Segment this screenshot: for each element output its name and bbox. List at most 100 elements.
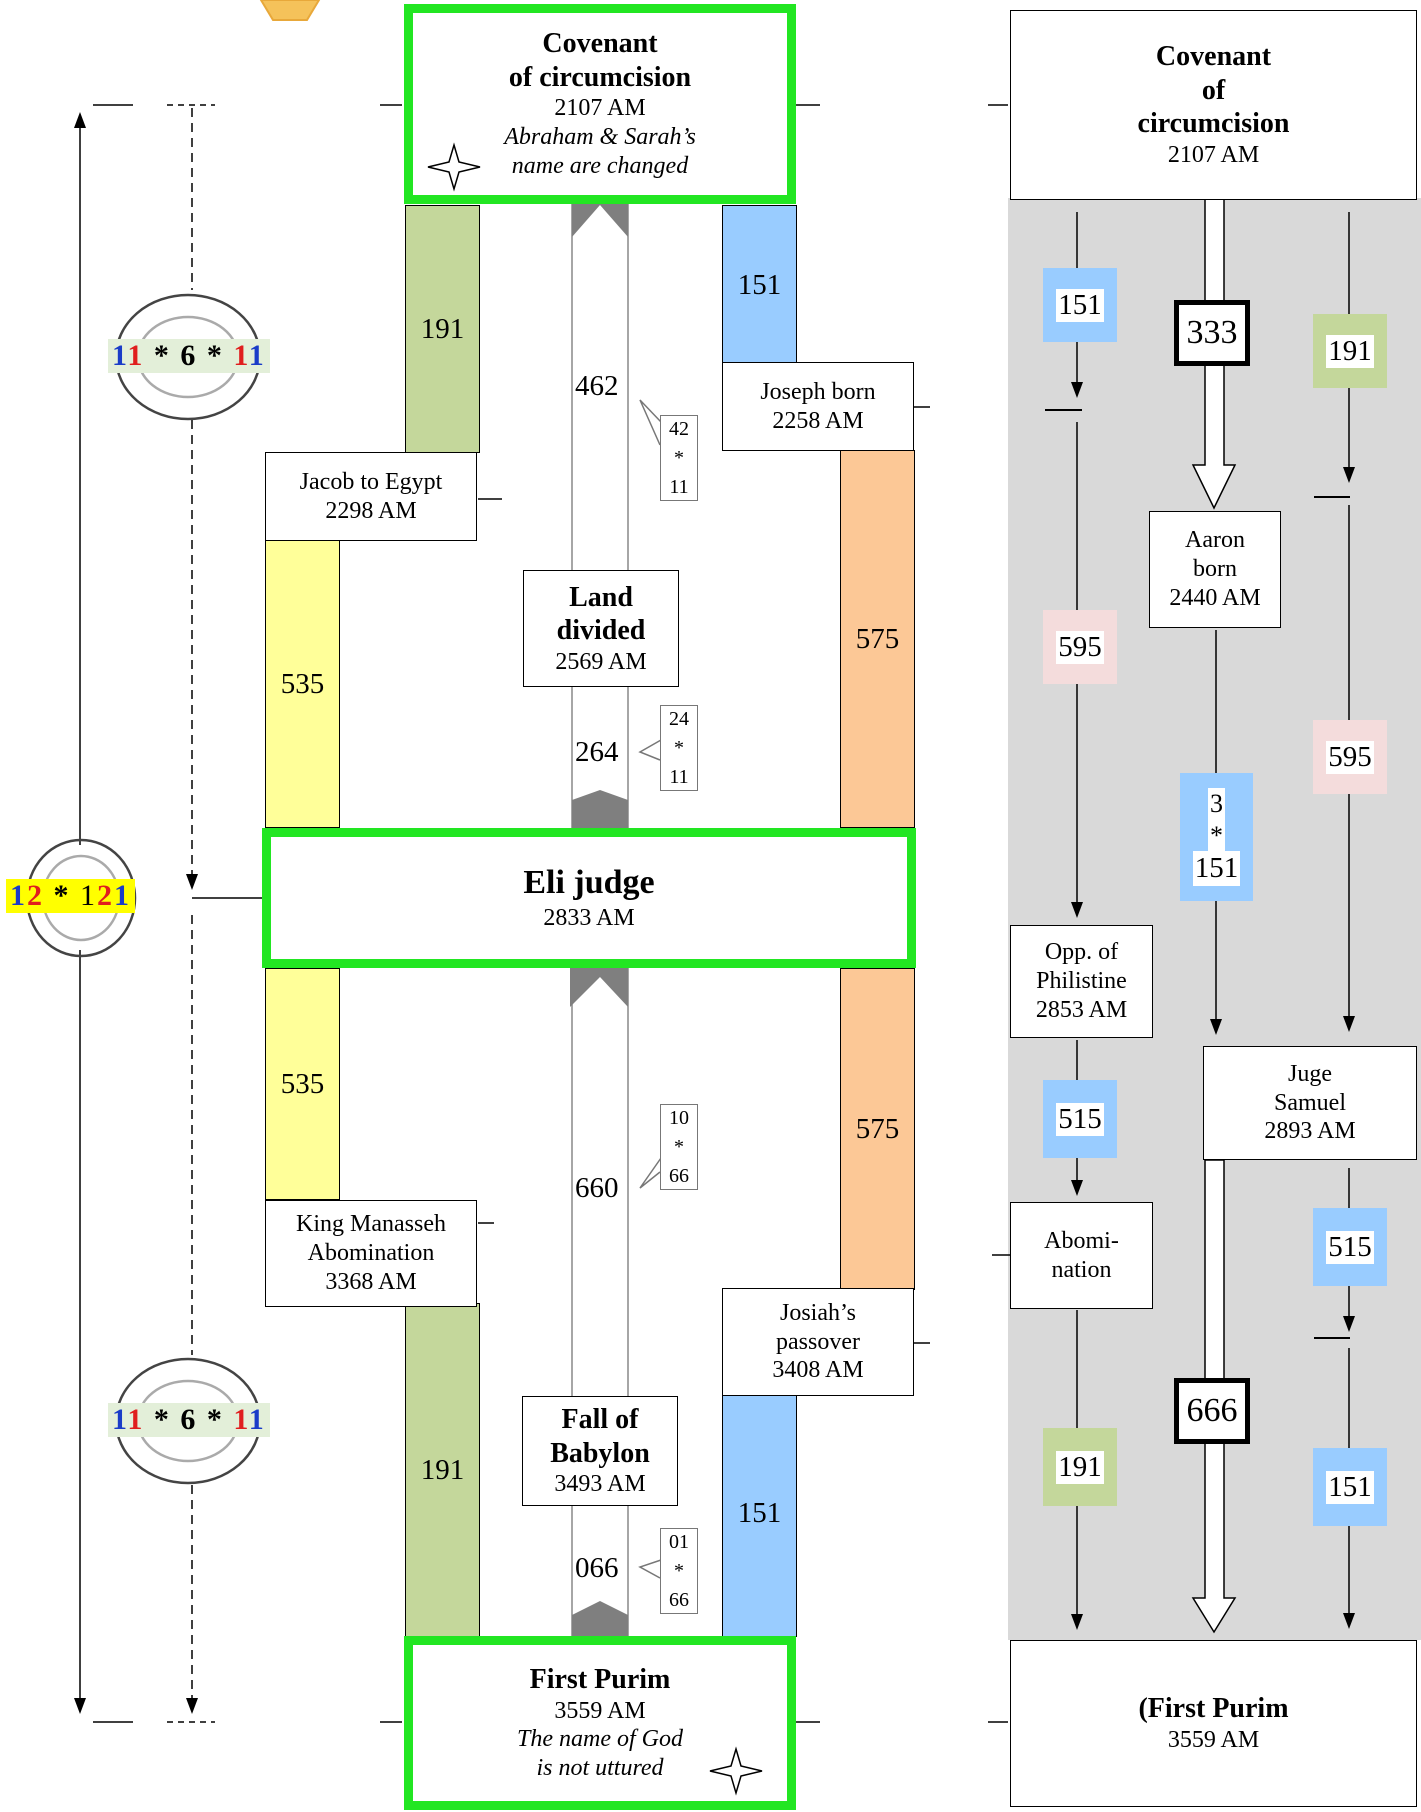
callout-42x11: 42*11: [660, 415, 698, 501]
tag-value: 515: [1056, 1102, 1104, 1136]
seq-digit: 1: [233, 339, 249, 372]
purim-note-1: The name of God: [517, 1726, 683, 1753]
big-value: 333: [1186, 314, 1238, 351]
bar-blue-bottom: 151: [722, 1390, 797, 1637]
joseph-box: Joseph born 2258 AM: [722, 362, 914, 451]
bar-yellow-bottom: 535: [265, 968, 340, 1200]
covenant-box: Covenant of circumcision 2107 AM Abraham…: [404, 4, 796, 204]
manasseh-box: King Manasseh Abomination 3368 AM: [265, 1200, 477, 1307]
shaft-value-066: 066: [574, 1552, 620, 1585]
callout-line: 10: [669, 1106, 689, 1129]
josiah-label-2: passover: [776, 1328, 860, 1355]
tag-value: 3: [1208, 788, 1225, 820]
bar-orange-bottom: 575: [840, 968, 915, 1290]
seq-digit: 6: [180, 1403, 198, 1436]
covenant-note-2: name are changed: [511, 152, 689, 179]
callout-line: 66: [669, 1164, 689, 1187]
jacob-box: Jacob to Egypt 2298 AM: [265, 452, 477, 541]
seq-digit: 1: [114, 879, 131, 912]
tag-value: 191: [1326, 334, 1374, 368]
seq-digit: 1: [233, 1403, 249, 1436]
callout-line: 42: [669, 417, 689, 440]
samuel-date: 2893 AM: [1264, 1118, 1356, 1145]
seq-digit: 1: [80, 879, 97, 912]
bar-olive-bottom: 191: [405, 1303, 480, 1637]
seq-star: *: [53, 879, 71, 912]
josiah-label-1: Josiah’s: [779, 1299, 856, 1326]
joseph-date: 2258 AM: [772, 407, 864, 434]
purim-title: First Purim: [529, 1664, 671, 1695]
seq-digit: 1: [127, 1403, 145, 1436]
babylon-box: Fall of Babylon 3493 AM: [522, 1396, 678, 1506]
tag-515-b: 515: [1313, 1208, 1387, 1286]
bar-value: 535: [280, 667, 325, 700]
seq-digit: 1: [10, 879, 27, 912]
jacob-label: Jacob to Egypt: [299, 468, 443, 495]
callout-line: *: [674, 736, 684, 759]
shaft-value-462: 462: [574, 370, 620, 403]
seq-digit: 1: [127, 339, 145, 372]
covenant-title: Covenant of circumcision: [508, 28, 692, 93]
seq-digit: 1: [112, 339, 128, 372]
callout-01x66: 01*66: [660, 1528, 698, 1614]
seq-star: *: [153, 1403, 171, 1436]
tag-3x151: 3 * 151: [1180, 773, 1253, 901]
seq-star: *: [153, 339, 171, 372]
purim-box: First Purim 3559 AM The name of God is n…: [404, 1636, 796, 1810]
tag-151-a: 151: [1043, 268, 1117, 342]
tag-595-b: 595: [1313, 720, 1387, 794]
tag-value: 595: [1326, 740, 1374, 774]
bar-value: 535: [280, 1067, 325, 1100]
right-covenant-box: Covenant of circumcision 2107 AM: [1010, 10, 1417, 200]
right-covenant-date: 2107 AM: [1167, 141, 1260, 168]
abomination-box: Abomi- nation: [1010, 1202, 1153, 1309]
abomination-label: Abomi- nation: [1044, 1227, 1119, 1283]
bar-orange-top: 575: [840, 450, 915, 828]
opp-philistine-box: Opp. of Philistine 2853 AM: [1010, 925, 1153, 1038]
samuel-label: Juge Samuel: [1274, 1060, 1346, 1116]
jacob-date: 2298 AM: [325, 497, 417, 524]
seq-digit: 2: [97, 879, 114, 912]
tag-191-a: 191: [1313, 314, 1387, 388]
big-number-666: 666: [1174, 1378, 1250, 1444]
right-covenant-title: Covenant of circumcision: [1137, 41, 1290, 140]
aaron-label: Aaron born: [1185, 527, 1245, 583]
aaron-date: 2440 AM: [1169, 584, 1261, 611]
manasseh-date: 3368 AM: [325, 1268, 417, 1295]
tag-515-a: 515: [1043, 1080, 1117, 1158]
seq-star: *: [206, 1403, 224, 1436]
central-shaft: [570, 195, 629, 1640]
seq-digit: 2: [27, 879, 44, 912]
shaft-value-660: 660: [574, 1172, 620, 1205]
bar-blue-top: 151: [722, 205, 797, 365]
callout-line: 11: [669, 475, 689, 498]
samuel-box: Juge Samuel 2893 AM: [1203, 1046, 1417, 1160]
tag-value: 151: [1326, 1470, 1374, 1504]
sequence-middle: 12 * 121: [6, 879, 135, 913]
tag-191-b: 191: [1043, 1428, 1117, 1506]
covenant-note-1: Abraham & Sarah’s: [504, 124, 696, 151]
tag-value: 151: [1192, 850, 1241, 886]
callout-line: 24: [669, 707, 689, 730]
eli-date: 2833 AM: [543, 905, 635, 931]
bar-value: 575: [855, 1112, 900, 1145]
shaft-value-264: 264: [574, 736, 620, 769]
seq-star: *: [206, 339, 224, 372]
seq-digit: 1: [248, 339, 266, 372]
seq-digit: 1: [248, 1403, 266, 1436]
purim-note-2: is not uttured: [536, 1755, 664, 1782]
bar-value: 191: [420, 312, 465, 345]
land-divided-box: Land divided 2569 AM: [523, 570, 679, 687]
callout-line: 11: [669, 765, 689, 788]
opp-date: 2853 AM: [1035, 996, 1128, 1023]
eli-judge-box: Eli judge 2833 AM: [262, 828, 916, 968]
land-date: 2569 AM: [555, 648, 647, 675]
right-purim-box: (First Purim 3559 AM: [1010, 1640, 1417, 1807]
callout-10x66: 10 * 66: [660, 1104, 698, 1190]
center-tick-lines: [380, 104, 930, 1723]
babylon-title: Fall of Babylon: [550, 1404, 650, 1469]
callout-24x11: 24 * 11: [660, 705, 698, 791]
callout-line: *: [674, 1135, 684, 1158]
bar-olive-top: 191: [405, 205, 480, 453]
josiah-box: Josiah’s passover 3408 AM: [722, 1288, 914, 1396]
